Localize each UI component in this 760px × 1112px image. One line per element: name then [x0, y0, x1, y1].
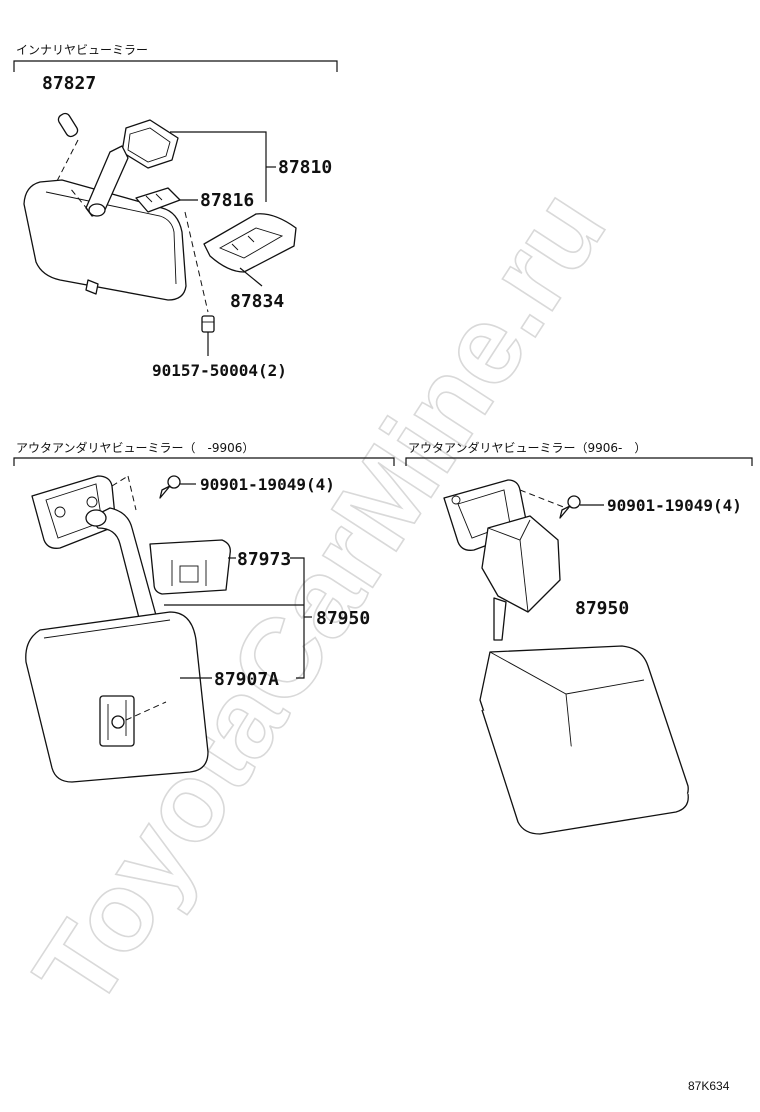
leader-dash — [127, 475, 137, 511]
pin-87827-shape — [57, 112, 79, 138]
part-number-90157-50004[interactable]: 90157-50004(2) — [152, 361, 287, 380]
arm-housing-late-shape — [481, 515, 561, 641]
section-title-outer-mirror-early: アウタアンダリヤビューミラー（ -9906） — [16, 440, 254, 455]
cover-87973-shape — [149, 539, 231, 595]
outer-mirror-late-shape — [479, 645, 689, 835]
leader-87834 — [239, 267, 263, 287]
section-bracket-inner — [13, 60, 338, 72]
leader-dash — [111, 475, 129, 487]
screw-90901-left-shape — [159, 475, 181, 499]
part-number-90901-19049-left[interactable]: 90901-19049(4) — [200, 475, 335, 494]
leader-dash — [69, 187, 89, 211]
section-title-outer-mirror-late: アウタアンダリヤビューミラー（9906- ） — [408, 440, 646, 455]
part-number-87907a[interactable]: 87907A — [214, 669, 279, 690]
part-number-87973[interactable]: 87973 — [237, 549, 291, 570]
diagram-code: 87K634 — [688, 1079, 730, 1093]
outer-mirror-early-shape — [25, 611, 209, 783]
part-number-87834[interactable]: 87834 — [230, 291, 284, 312]
leader-dash — [184, 211, 209, 313]
part-number-87816[interactable]: 87816 — [200, 190, 254, 211]
leader-87950-bracket — [290, 557, 305, 679]
section-bracket-outer-early — [13, 457, 395, 466]
part-number-87950[interactable]: 87950 — [316, 608, 370, 629]
screw-90901-right-shape — [559, 495, 581, 519]
mirror-stay-87810-shape — [85, 119, 179, 217]
cover-87834-shape — [203, 213, 297, 273]
part-number-90901-19049-right[interactable]: 90901-19049(4) — [607, 496, 742, 515]
part-number-87810[interactable]: 87810 — [278, 157, 332, 178]
section-title-inner-mirror: インナリヤビューミラー — [16, 43, 148, 57]
section-bracket-outer-late — [405, 457, 753, 466]
screw-90157-shape — [201, 315, 215, 333]
leader-dash — [519, 489, 567, 509]
leader-dash — [55, 139, 79, 184]
leader-87810 — [170, 131, 267, 202]
leader-dash — [125, 701, 167, 721]
part-number-87827[interactable]: 87827 — [42, 73, 96, 94]
part-number-87950-right[interactable]: 87950 — [575, 598, 629, 619]
